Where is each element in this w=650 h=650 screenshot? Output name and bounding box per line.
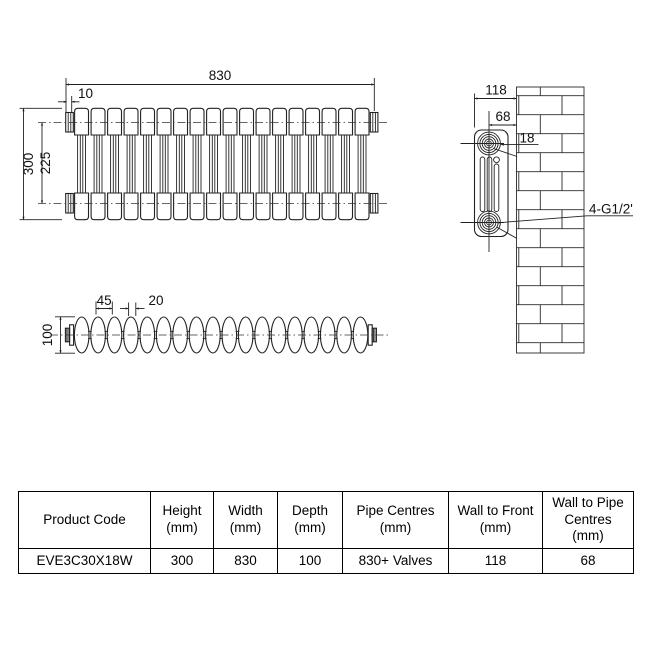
top-view xyxy=(50,301,388,354)
depth-value: 100 xyxy=(277,548,343,574)
col-header-height: Height(mm) xyxy=(150,491,214,549)
front-width-dim-label: 830 xyxy=(209,68,232,83)
width-value: 830 xyxy=(213,548,278,574)
top-depth-dim-label: 100 xyxy=(40,324,55,347)
col-header-wall-to-front: Wall to Front(mm) xyxy=(448,491,543,549)
front-pipe-centres-dim-label: 225 xyxy=(38,152,53,175)
col-header-depth: Depth(mm) xyxy=(277,491,343,549)
col-header-width: Width(mm) xyxy=(213,491,278,549)
front-tapping-offset-dim-label: 10 xyxy=(78,86,93,101)
col-header-wall-to-pipe-centres: Wall to Pipe Centres(mm) xyxy=(542,491,634,549)
spec-table-data-row: EVE3C30X18W 300 830 100 830+ Valves 118 … xyxy=(18,548,634,574)
product-code-value: EVE3C30X18W xyxy=(18,548,151,574)
wall-to-front-value: 118 xyxy=(448,548,543,574)
side-wall-to-front-dim-label: 118 xyxy=(485,83,507,98)
col-header-product-code: Product Code xyxy=(18,491,151,549)
pipe-centres-value: 830+ Valves xyxy=(342,548,449,574)
technical-drawing: 830 10 300 225 118 68 18 4-G1/2' 45 20 1… xyxy=(19,68,633,354)
wall-to-pipe-centres-value: 68 xyxy=(542,548,634,574)
col-header-pipe-centres: Pipe Centres(mm) xyxy=(342,491,449,549)
side-pipe-dim-label: 18 xyxy=(519,131,534,146)
side-wall-to-pipe-dim-label: 68 xyxy=(495,109,510,124)
front-view xyxy=(19,78,389,221)
spec-table-header-row: Product Code Height(mm) Width(mm) Depth(… xyxy=(18,491,634,549)
height-value: 300 xyxy=(150,548,214,574)
top-section-width-dim-label: 45 xyxy=(97,293,112,308)
front-height-dim-label: 300 xyxy=(21,153,36,176)
spec-table: Product Code Height(mm) Width(mm) Depth(… xyxy=(18,491,634,574)
side-view xyxy=(460,86,633,354)
top-section-gap-dim-label: 20 xyxy=(149,293,164,308)
side-tappings-label: 4-G1/2' xyxy=(589,202,633,217)
